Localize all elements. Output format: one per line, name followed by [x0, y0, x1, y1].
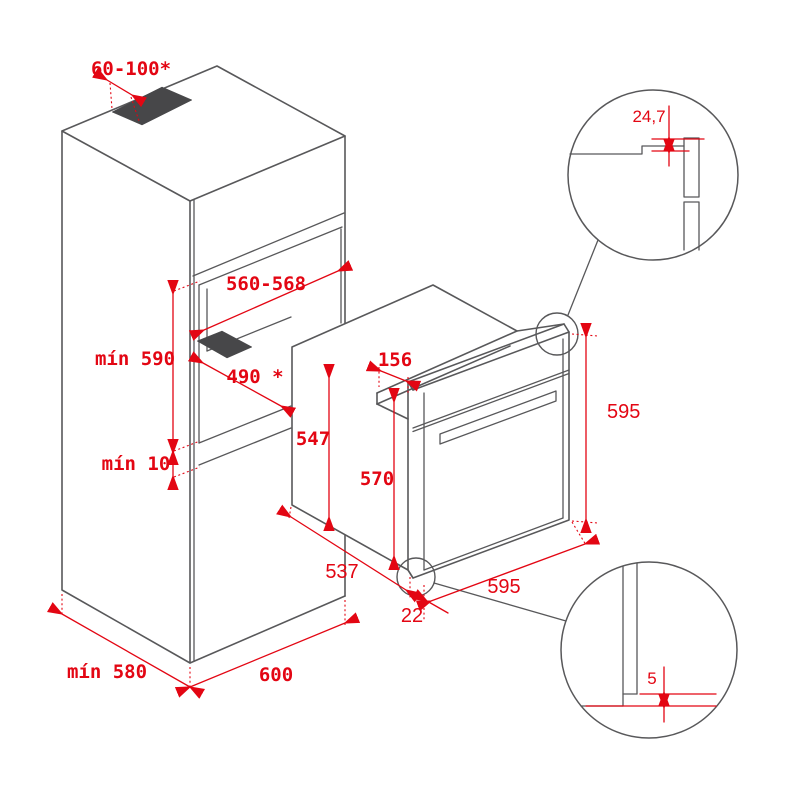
cabinet-top-face [61, 65, 346, 202]
dim-body-height: 547 [296, 363, 335, 532]
niche-shelf-lower-edge [198, 427, 292, 466]
dim-niche-depth: 490 * [187, 351, 297, 418]
detail-circle-top: 24,7 [567, 89, 739, 261]
dim-niche-width-label: 560-568 [226, 273, 306, 295]
dim-cabinet-depth-label: mín 580 [67, 661, 147, 683]
dim-vent-arrow [92, 67, 147, 108]
dim-body-depth-arrow [276, 504, 421, 603]
dim-niche-height: mín 590 [95, 279, 201, 466]
control-panel-separator-2 [412, 372, 570, 433]
dim-cabinet-width: 600 [174, 600, 361, 698]
dim-front-height-ext-bottom [571, 520, 599, 524]
niche-floor-dark-patch [196, 330, 253, 359]
dim-vent-slot: 60-100* [91, 58, 171, 122]
dim-cabinet-width-arrow [174, 612, 361, 698]
dim-niche-height-label: mín 590 [95, 348, 175, 370]
door-handle-slot [439, 390, 557, 445]
oven-frame-top-back-edge [407, 323, 565, 383]
dim-front-width-ext-2 [571, 521, 587, 546]
dim-cabinet-width-label: 600 [259, 664, 293, 686]
dim-clearance-ext [173, 466, 201, 478]
dim-cabinet-depth-arrow [46, 602, 206, 699]
dim-cabinet-depth: mín 580 [46, 594, 206, 699]
dim-body-depth-ext-1 [288, 506, 292, 519]
detail-top-door-bar-lower [683, 201, 700, 251]
dim-recess-arrow [365, 360, 422, 392]
dim-body-depth: 537 [276, 504, 421, 603]
cabinet-vent-cutout [111, 86, 193, 126]
dim-front-width-label: 595 [487, 576, 520, 598]
detail-bottom-label: 5 [647, 669, 656, 688]
dim-niche-width-arrow [188, 260, 354, 341]
dim-front-height-label: 595 [607, 401, 640, 423]
dim-front-width-arrow [415, 533, 601, 612]
dim-niche-width: 560-568 [188, 260, 354, 341]
dim-front-width: 595 [415, 521, 601, 621]
dim-overhang-leader [411, 589, 449, 614]
callout-connector-top [567, 239, 599, 316]
dim-recess-label: 156 [378, 349, 412, 371]
dim-niche-depth-arrow [187, 351, 297, 418]
dim-vent-ext-1 [109, 82, 113, 110]
dim-front-height: 595 [571, 322, 640, 534]
dim-body-height-label: 547 [296, 428, 330, 450]
dim-niche-height-ext-top [173, 280, 201, 292]
niche-lip-top [192, 212, 345, 277]
dim-overhang-label: 22 [401, 605, 423, 627]
detail-circle-bottom: 5 [560, 561, 738, 739]
oven-frame-front-top-edge [412, 331, 570, 391]
dim-top-recess: 156 [365, 349, 422, 395]
dim-bottom-clearance: mín 10 [102, 438, 201, 491]
dimensions: 60-100* 560-568 mín 590 mín 10 490 * 547 [46, 58, 640, 699]
dim-vent-label: 60-100* [91, 58, 171, 80]
control-panel-separator-1 [412, 369, 570, 429]
dim-front-height-ext-top [571, 333, 599, 337]
dim-niche-depth-label: 490 * [226, 366, 283, 388]
oven-silhouette [291, 284, 570, 579]
detail-top-ring [567, 89, 739, 261]
dim-clearance-label: mín 10 [102, 453, 171, 475]
detail-bottom-ring [560, 561, 738, 739]
detail-top-surface-line [569, 145, 685, 155]
dim-inner-height-label: 570 [360, 468, 394, 490]
niche-bottom-edge [198, 405, 292, 444]
dim-body-depth-label: 537 [325, 561, 358, 583]
dim-niche-height-ext-bottom [173, 440, 201, 452]
detail-top-label: 24,7 [632, 107, 665, 126]
detail-top-door-bar-upper [683, 137, 700, 198]
